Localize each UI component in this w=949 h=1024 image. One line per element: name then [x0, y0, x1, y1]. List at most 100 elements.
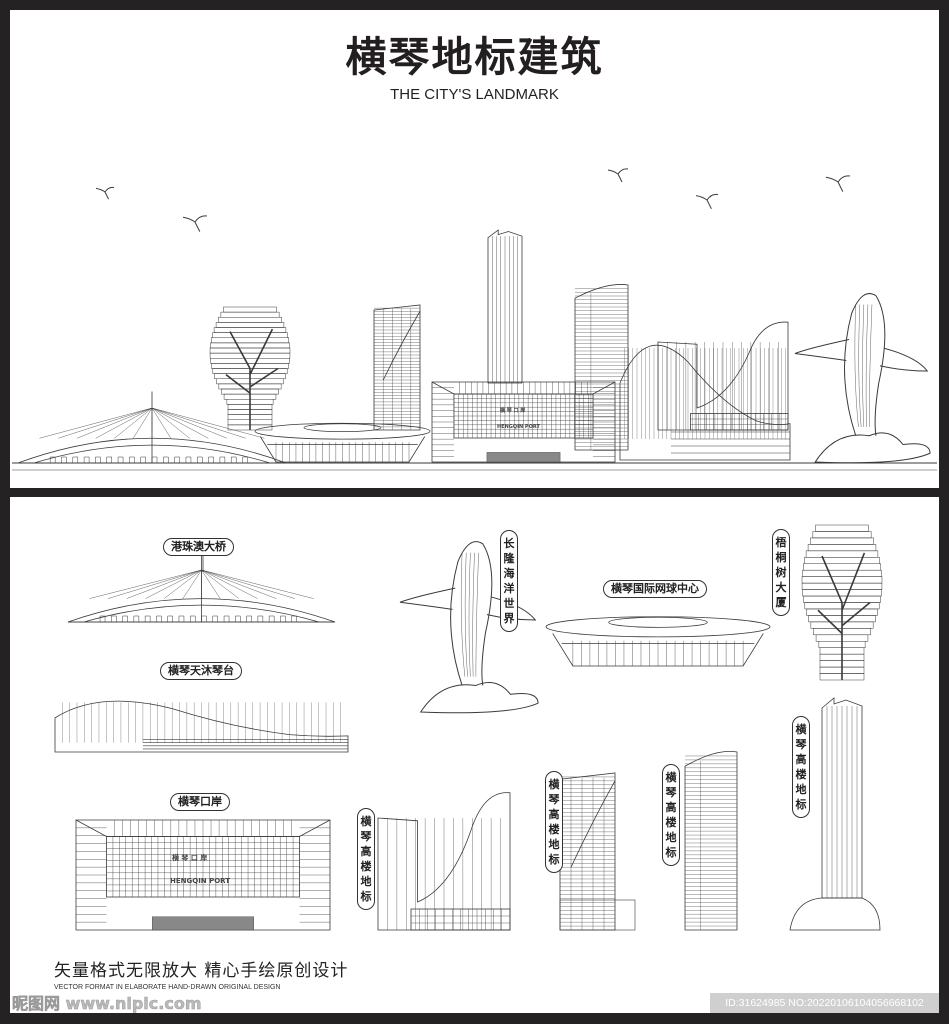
top-port-sign-cn: 横 琴 口 岸 — [499, 407, 525, 414]
tower-base — [789, 897, 881, 931]
grid-lines — [411, 909, 510, 930]
tower-grid — [667, 342, 779, 430]
whale-body — [450, 541, 493, 686]
tower-floors — [685, 755, 737, 930]
wave-base — [814, 432, 931, 464]
curved-tower — [684, 751, 738, 931]
arches — [99, 615, 297, 622]
tower-grid — [387, 818, 501, 930]
floor — [212, 332, 288, 338]
curved-tower — [574, 284, 629, 451]
tennis-center — [545, 616, 771, 667]
floor — [211, 337, 289, 344]
label-wutong-tower: 梧桐树大厦 — [772, 529, 790, 616]
bird-icon — [95, 186, 115, 200]
floor — [223, 306, 277, 313]
highrise-tower — [373, 304, 421, 431]
label-ocean-world: 长隆海洋世界 — [500, 530, 518, 632]
podium — [559, 899, 636, 931]
floor — [213, 327, 287, 333]
whale-stripes — [460, 552, 479, 677]
tower-floors — [575, 288, 628, 450]
floor — [810, 537, 874, 545]
wave-tower — [657, 321, 789, 431]
floor — [801, 576, 883, 584]
cables — [89, 569, 314, 599]
tower-ribs — [826, 706, 858, 898]
columns — [275, 442, 410, 462]
wutong-tower — [209, 306, 291, 431]
floor — [209, 352, 291, 359]
label-highrise-3: 横琴高楼地标 — [662, 764, 680, 866]
page-title: 横琴地标建筑 — [345, 33, 604, 81]
bird-icon — [607, 168, 629, 183]
whale-body — [844, 293, 886, 436]
port-frame — [431, 381, 616, 463]
top-port-sign-en: HENGQIN PORT — [497, 424, 540, 430]
wave-base — [419, 682, 539, 714]
port-side-grid — [76, 820, 330, 923]
cables — [39, 407, 265, 439]
tianmu-building — [54, 700, 349, 753]
tower-outline — [657, 321, 789, 431]
slogan: 矢量格式无限放大 精心手绘原创设计 — [54, 961, 349, 981]
bird — [825, 175, 851, 192]
tallest-tower — [821, 697, 863, 899]
roof-ring — [254, 422, 431, 440]
whale-stripes — [854, 304, 873, 428]
tower-ribs — [492, 236, 518, 383]
landmark-illustrations — [54, 524, 883, 931]
tallest-tower — [487, 229, 523, 384]
bird — [607, 168, 629, 183]
grid-lines — [453, 394, 594, 438]
entrance — [486, 452, 561, 463]
floor — [220, 311, 280, 318]
floor — [802, 589, 882, 597]
tree-branches — [225, 328, 279, 430]
entrance — [151, 916, 254, 931]
tower-outline — [377, 792, 511, 931]
tennis-center — [254, 422, 431, 463]
floor — [210, 358, 290, 364]
floor — [812, 531, 872, 539]
port-frame — [75, 819, 331, 931]
hengqin-port — [75, 819, 331, 931]
roof-top — [608, 616, 708, 628]
bird-icon — [825, 175, 851, 192]
bird-icon — [182, 215, 208, 232]
port-sign-en: HENGQIN PORT — [170, 877, 230, 885]
floor — [805, 550, 879, 558]
label-tianmu: 横琴天沐琴台 — [160, 662, 242, 680]
floor — [215, 322, 285, 328]
hengqin-port — [431, 381, 616, 463]
bird — [182, 215, 208, 232]
wave-grid — [62, 702, 341, 743]
tower-grid — [560, 776, 615, 930]
floor — [815, 524, 869, 532]
tower-outline — [684, 751, 738, 931]
label-port: 横琴口岸 — [170, 793, 230, 811]
watermark-logo: 昵图网 www.nipic.com — [12, 994, 202, 1013]
bridge-dome — [67, 554, 336, 623]
skyline-panel — [10, 10, 939, 488]
page-subtitle: THE CITY'S LANDMARK — [390, 86, 559, 103]
floor — [210, 342, 290, 349]
wave-roof — [54, 700, 349, 753]
grid-lines — [690, 413, 788, 430]
bird-icon — [695, 193, 719, 210]
floor — [804, 557, 880, 565]
floor — [807, 544, 877, 552]
roof — [17, 437, 287, 464]
tower-outline — [574, 284, 629, 451]
whale-fins — [794, 339, 929, 372]
port-side-grid — [432, 382, 615, 457]
floor — [218, 317, 282, 323]
facade-curve — [570, 780, 616, 868]
highrise-tower — [559, 772, 616, 931]
port-sign-cn: 横 琴 口 岸 — [172, 853, 207, 862]
floor — [801, 582, 883, 590]
tree-branches — [817, 552, 871, 680]
floor — [802, 569, 882, 577]
bridge-dome — [17, 391, 287, 464]
